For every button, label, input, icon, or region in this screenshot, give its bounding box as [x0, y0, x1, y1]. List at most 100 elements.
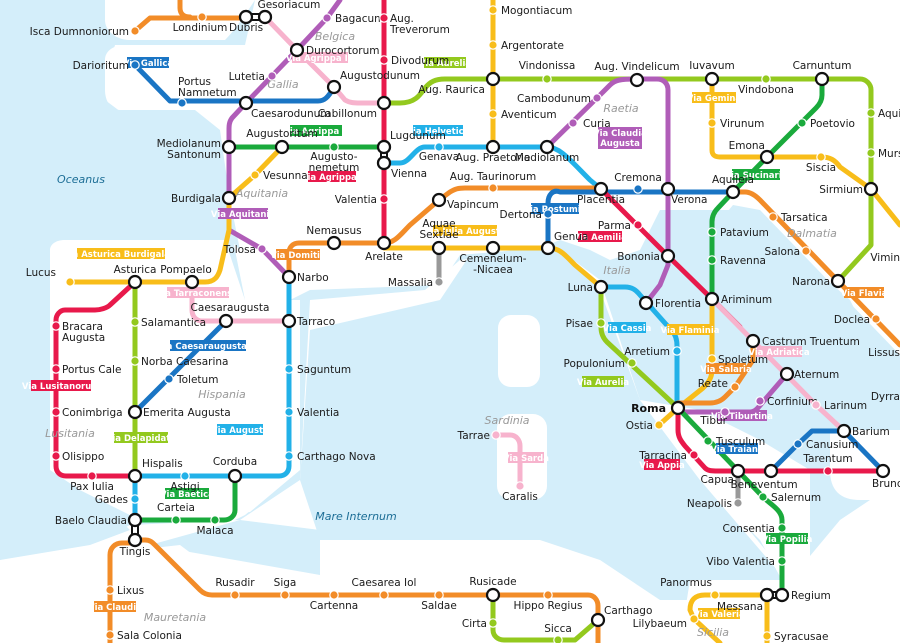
station[interactable]: Aventicum — [488, 109, 557, 121]
station[interactable]: Vibo Valentia — [706, 556, 787, 568]
station[interactable]: Bononia — [617, 248, 676, 264]
station[interactable]: Isca Dumnoniorum — [30, 26, 140, 38]
road-tag[interactable]: Via Helvetica — [407, 125, 470, 137]
road-tag[interactable]: Via Tiburtina — [711, 410, 773, 422]
station[interactable]: Sala Colonia — [105, 630, 182, 642]
station[interactable]: Emona — [729, 140, 775, 165]
station[interactable]: Caesarea Iol — [352, 577, 417, 600]
station[interactable]: Nemausus — [306, 225, 362, 251]
station[interactable]: Virunum — [707, 118, 765, 130]
station[interactable]: Valentia — [335, 194, 389, 206]
station[interactable]: Valentia — [284, 407, 340, 419]
station[interactable]: nemetum — [309, 162, 360, 174]
road-tag[interactable]: Via Lusitanorum — [22, 380, 100, 392]
road-tag[interactable]: Via Cassia — [603, 322, 652, 334]
station[interactable]: Mursa — [866, 148, 900, 160]
station[interactable]: Hispalis — [127, 458, 183, 484]
road-tag[interactable]: Via Claudia — [88, 601, 142, 613]
station[interactable]: Tarsatica — [768, 212, 828, 224]
station[interactable]: Dertona — [500, 209, 553, 221]
road-tag[interactable]: Via Adriatica — [748, 346, 810, 358]
station[interactable]: Toletum — [164, 374, 219, 386]
road-tag[interactable]: Via Flavia — [841, 287, 888, 299]
road-tag[interactable]: Via Delapidata — [106, 432, 176, 444]
station[interactable]: Cartenna — [310, 590, 358, 612]
station[interactable]: Sirmium — [819, 181, 879, 197]
road-tag[interactable]: Via Postumia — [524, 203, 587, 215]
station[interactable]: Rusicade — [469, 576, 517, 603]
station[interactable]: Aug. Taurinorum — [450, 171, 536, 193]
station[interactable]: Burdigala — [171, 190, 237, 206]
station[interactable]: Asturica — [114, 264, 157, 290]
station[interactable]: Parma — [598, 220, 643, 232]
station[interactable]: Augustodunum — [326, 70, 420, 95]
station[interactable]: Aug. Vindelicum — [594, 61, 680, 88]
station[interactable]: Verona — [660, 181, 707, 206]
road-tag[interactable]: Via Agrippa I — [301, 171, 363, 183]
station[interactable]: Populonium — [564, 358, 637, 370]
station[interactable]: Astigi — [170, 471, 200, 493]
station[interactable]: Divodurum — [379, 55, 449, 67]
station[interactable]: Emerita Augusta — [127, 404, 231, 420]
station[interactable]: Aug. Raurica — [418, 71, 501, 96]
station[interactable]: Placentia — [577, 181, 625, 206]
station[interactable]: Portus Cale — [51, 364, 122, 376]
station[interactable]: Narbo — [281, 269, 329, 285]
station[interactable]: Tusculum — [703, 436, 765, 448]
road-tag[interactable]: Via Flaminia — [661, 324, 720, 336]
station[interactable]: Tarraco — [281, 313, 335, 329]
station[interactable]: Pax Iulia — [70, 471, 114, 493]
station[interactable]: Brundis — [872, 463, 900, 490]
road-tag[interactable]: Via Sucinaria — [725, 169, 788, 181]
station[interactable]: Canusium — [793, 439, 859, 451]
station[interactable]: Florentia — [638, 295, 701, 311]
station[interactable]: Cabillonum — [318, 95, 392, 120]
station[interactable]: Vindonissa — [519, 60, 576, 84]
station[interactable]: Vesunna — [250, 170, 308, 182]
station[interactable]: Saldae — [421, 590, 457, 612]
station[interactable]: Portus — [177, 76, 211, 108]
station[interactable]: Lutetia — [229, 71, 277, 83]
station[interactable]: Londinium — [173, 12, 228, 34]
station[interactable]: Olisippo — [51, 451, 104, 463]
station[interactable]: Poetovio — [797, 118, 855, 130]
station[interactable]: Barium — [836, 423, 890, 439]
station[interactable]: Saguntum — [284, 364, 351, 376]
station[interactable]: Darioritum — [73, 60, 140, 72]
station[interactable]: Lissus — [868, 347, 900, 359]
station[interactable]: Cremona — [614, 172, 662, 194]
station[interactable]: Sicca — [544, 623, 572, 643]
station[interactable]: Lucus — [26, 267, 75, 287]
station[interactable]: Cemenelum- — [459, 240, 527, 265]
station[interactable]: Bracara — [51, 321, 103, 333]
road-tag[interactable]: Via Aurelia — [419, 57, 471, 69]
station[interactable]: Castrum Truentum — [745, 333, 860, 349]
station[interactable]: Salernum — [758, 492, 821, 504]
station[interactable]: Carthago — [590, 605, 652, 628]
station[interactable]: Argentorate — [488, 40, 564, 52]
road-tag[interactable]: Via Popilia — [762, 533, 813, 545]
road-tag[interactable]: Via Domitia — [270, 249, 326, 261]
station[interactable]: Pompaelo — [160, 264, 212, 290]
road-tag[interactable]: Via Gallica — [123, 57, 174, 69]
station[interactable]: Carnuntum — [793, 60, 852, 87]
station[interactable]: Bagacum — [322, 13, 385, 25]
station[interactable]: Norba Caesarina — [130, 356, 229, 368]
station[interactable]: Gades — [95, 494, 140, 506]
road-tag[interactable]: Via Traiana — [710, 443, 764, 455]
station[interactable]: Augusto- — [310, 142, 358, 163]
road-tag[interactable]: Via Aurelia — [577, 376, 629, 388]
station[interactable]: Corduba — [213, 456, 257, 484]
station[interactable]: Neapolis — [687, 498, 743, 510]
road-tag[interactable]: Via Julia Augusta — [424, 225, 506, 237]
station[interactable]: Roma — [631, 400, 686, 416]
road-tag[interactable]: Via Augusta — [211, 424, 269, 436]
station[interactable]: Durocortorum — [289, 42, 380, 58]
station[interactable]: Augusta — [62, 332, 105, 344]
station[interactable]: Caesaraugusta — [191, 302, 270, 329]
station[interactable]: Tarentum — [802, 453, 853, 476]
station[interactable]: Conimbriga — [51, 407, 123, 419]
road-tag[interactable]: Via Agrippa III — [286, 52, 354, 64]
station[interactable]: Lilybaeum — [633, 614, 699, 630]
